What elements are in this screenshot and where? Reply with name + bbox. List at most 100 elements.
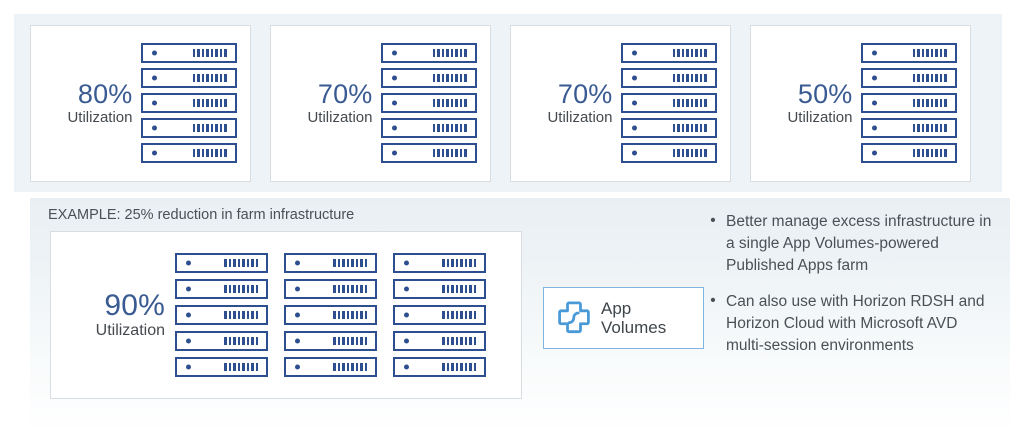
server-icon <box>620 118 717 138</box>
server-status-dot-icon <box>631 50 637 56</box>
server-status-dot-icon <box>295 338 300 344</box>
consolidated-farm-card[interactable]: 90% Utilization <box>50 231 522 399</box>
server-status-dot-icon <box>871 125 877 131</box>
server-vent-bars-icon <box>333 337 367 345</box>
server-status-dot-icon <box>391 150 397 156</box>
server-vent-bars-icon <box>192 124 227 132</box>
server-vent-bars-icon <box>672 74 707 82</box>
utilization-card-label: 80% Utilization <box>41 81 133 126</box>
server-icon <box>860 93 957 113</box>
list-item-text: Can also use with Horizon RDSH and Horiz… <box>726 293 985 354</box>
app-volumes-line-2: Volumes <box>601 318 667 337</box>
utilization-card-label: 70% Utilization <box>521 81 612 126</box>
server-vent-bars-icon <box>432 124 467 132</box>
server-vent-bars-icon <box>912 124 947 132</box>
server-icon <box>620 143 717 163</box>
server-vent-bars-icon <box>224 285 258 293</box>
server-icon <box>860 143 957 163</box>
server-vent-bars-icon <box>333 259 367 267</box>
server-status-dot-icon <box>631 100 637 106</box>
server-icon <box>860 68 957 88</box>
app-volumes-badge[interactable]: App Volumes <box>543 287 704 349</box>
server-icon <box>393 253 486 273</box>
utilization-card[interactable]: 80% Utilization <box>30 24 251 182</box>
utilization-card-label: 50% Utilization <box>761 81 853 126</box>
server-icon <box>284 279 377 299</box>
server-icon <box>175 305 268 325</box>
example-heading: EXAMPLE: 25% reduction in farm infrastru… <box>48 207 355 223</box>
server-vent-bars-icon <box>333 285 367 293</box>
server-status-dot-icon <box>404 338 409 344</box>
server-vent-bars-icon <box>192 99 227 107</box>
server-vent-bars-icon <box>442 337 476 345</box>
server-vent-bars-icon <box>672 149 707 157</box>
server-icon <box>860 43 957 63</box>
utilization-word: Utilization <box>307 109 373 126</box>
server-icon <box>380 118 477 138</box>
server-icon <box>175 331 268 351</box>
server-status-dot-icon <box>871 75 877 81</box>
utilization-word: Utilization <box>67 109 133 126</box>
server-icon <box>393 331 486 351</box>
server-vent-bars-icon <box>432 74 467 82</box>
server-vent-bars-icon <box>224 337 258 345</box>
server-stack <box>380 43 477 163</box>
server-vent-bars-icon <box>672 124 707 132</box>
server-vent-bars-icon <box>333 363 367 371</box>
server-icon <box>140 43 237 63</box>
server-vent-bars-icon <box>442 363 476 371</box>
server-icon <box>620 43 717 63</box>
bullet-marker-icon: • <box>710 212 716 229</box>
bullet-marker-icon: • <box>710 292 716 309</box>
server-status-dot-icon <box>631 150 637 156</box>
utilization-percent: 70% <box>317 79 373 109</box>
server-status-dot-icon <box>295 312 300 318</box>
server-icon <box>380 68 477 88</box>
server-vent-bars-icon <box>672 49 707 57</box>
server-vent-bars-icon <box>432 49 467 57</box>
list-item: • Better manage excess infrastructure in… <box>709 211 999 277</box>
server-stack <box>393 253 486 377</box>
app-volumes-logo-icon <box>556 300 592 336</box>
server-vent-bars-icon <box>224 311 258 319</box>
example-panel: EXAMPLE: 25% reduction in farm infrastru… <box>30 198 1010 433</box>
utilization-word: Utilization <box>787 109 853 126</box>
server-status-dot-icon <box>871 150 877 156</box>
server-icon <box>140 118 237 138</box>
server-status-dot-icon <box>151 125 157 131</box>
server-icon <box>140 68 237 88</box>
server-status-dot-icon <box>186 260 191 266</box>
server-vent-bars-icon <box>192 49 227 57</box>
server-vent-bars-icon <box>224 259 258 267</box>
server-status-dot-icon <box>151 150 157 156</box>
server-vent-bars-icon <box>912 99 947 107</box>
utilization-card[interactable]: 70% Utilization <box>510 24 731 182</box>
app-volumes-line-1: App <box>601 298 632 318</box>
server-status-dot-icon <box>404 312 409 318</box>
server-vent-bars-icon <box>912 49 947 57</box>
server-icon <box>380 93 477 113</box>
utilization-percent: 90% <box>104 289 165 322</box>
server-icon <box>620 68 717 88</box>
server-icon <box>284 331 377 351</box>
server-icon <box>284 305 377 325</box>
server-status-dot-icon <box>391 50 397 56</box>
server-icon <box>380 43 477 63</box>
utilization-card[interactable]: 50% Utilization <box>750 24 971 182</box>
server-vent-bars-icon <box>442 285 476 293</box>
server-vent-bars-icon <box>912 74 947 82</box>
server-icon <box>380 143 477 163</box>
server-icon <box>284 357 377 377</box>
server-status-dot-icon <box>186 286 191 292</box>
server-status-dot-icon <box>404 364 409 370</box>
server-status-dot-icon <box>391 75 397 81</box>
server-vent-bars-icon <box>432 99 467 107</box>
server-status-dot-icon <box>404 260 409 266</box>
benefits-bullet-list: • Better manage excess infrastructure in… <box>709 211 999 371</box>
utilization-card-label: 70% Utilization <box>281 79 373 126</box>
server-status-dot-icon <box>871 100 877 106</box>
utilization-panel: 80% Utilization 70% Utilization 70% Util… <box>14 14 1002 192</box>
utilization-card[interactable]: 70% Utilization <box>270 24 491 182</box>
server-status-dot-icon <box>631 75 637 81</box>
server-icon <box>393 305 486 325</box>
